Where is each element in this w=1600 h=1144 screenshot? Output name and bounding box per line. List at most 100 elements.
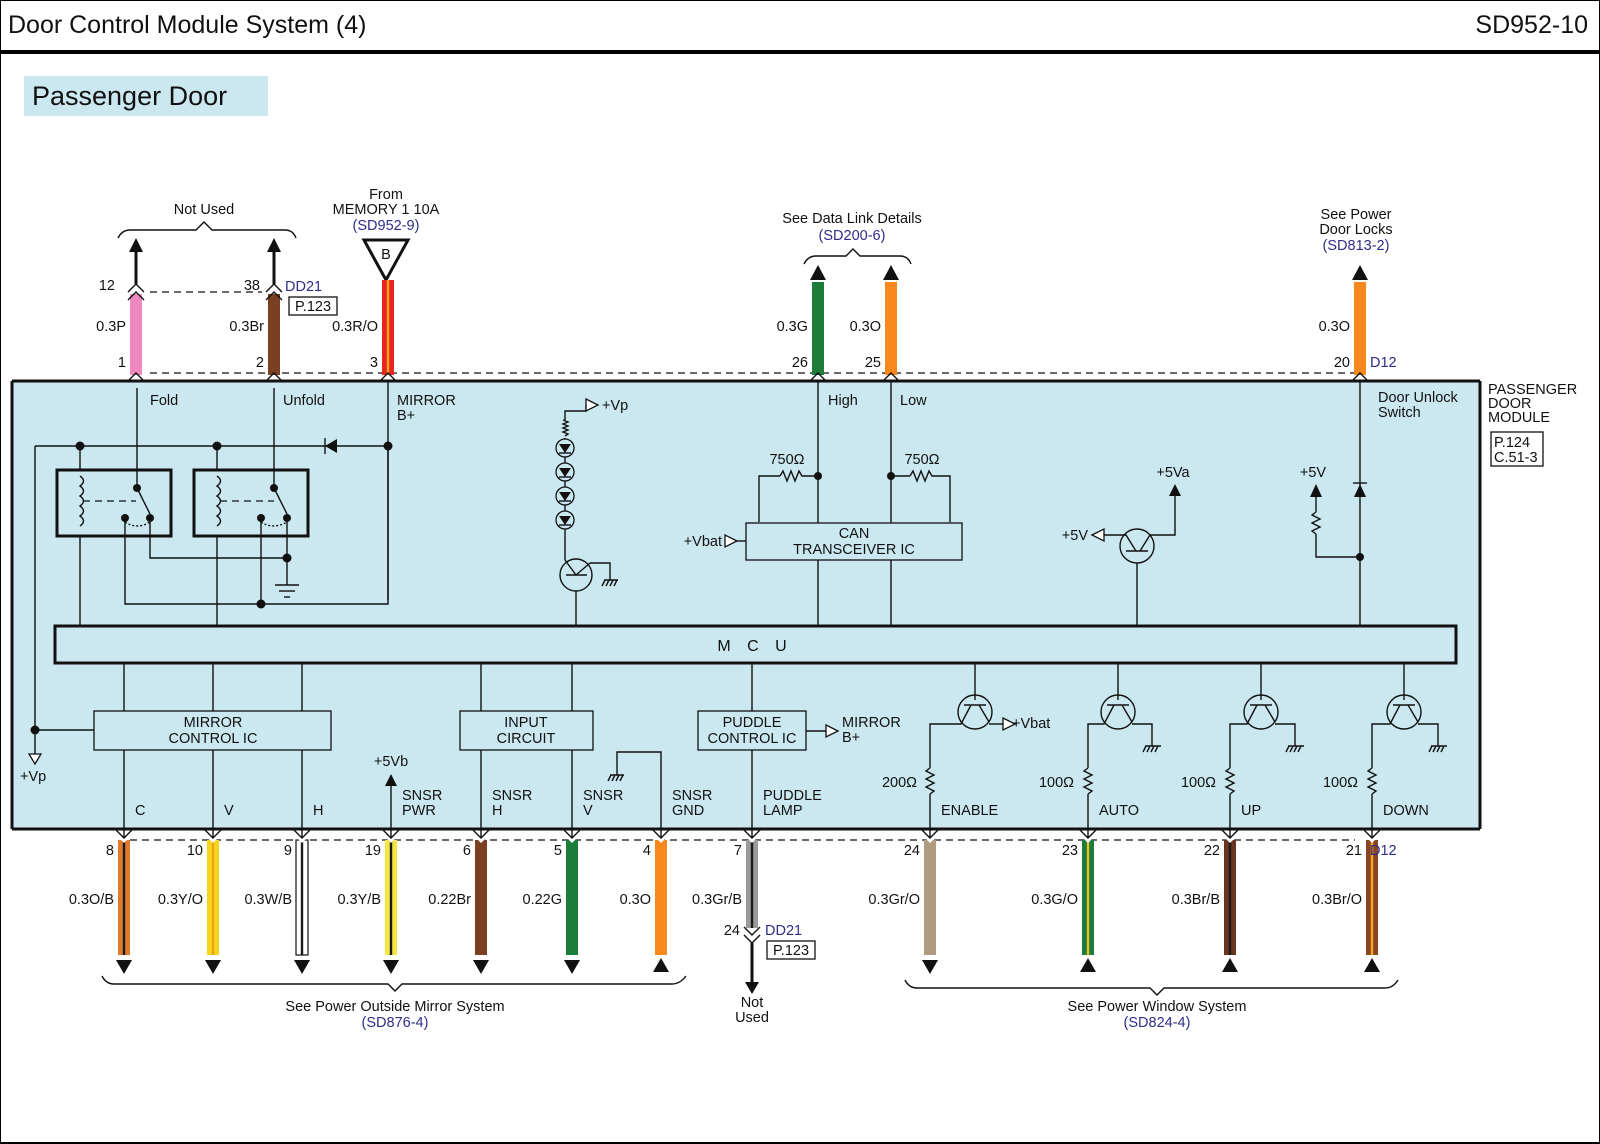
puddle-ic-label-2: CONTROL IC xyxy=(708,731,797,747)
bottom-wire-10: 100.3Y/OV xyxy=(158,803,234,974)
can-circuit xyxy=(724,381,963,626)
led-icon xyxy=(555,438,575,458)
signal-label: SNSR xyxy=(672,788,712,804)
wire-6 xyxy=(475,840,487,955)
bottom-wire-8: 80.3O/BC xyxy=(69,803,145,974)
led-indicator-circuit xyxy=(555,397,618,626)
pin-socket xyxy=(1365,836,1379,843)
pin-number: 9 xyxy=(284,843,292,859)
memory-splice-triangle xyxy=(361,238,411,284)
mirror-system-ref-link[interactable]: (SD876-4) xyxy=(362,1015,429,1031)
wire-gauge-label: 0.3P xyxy=(96,319,126,335)
arrow-up-icon xyxy=(1364,958,1380,972)
pin-number: 7 xyxy=(734,843,742,859)
mcu-label: M C U xyxy=(717,638,792,655)
input-circuit-label-2: CIRCUIT xyxy=(497,731,556,747)
pin-number: 10 xyxy=(187,843,203,859)
pin-number: 22 xyxy=(1204,843,1220,859)
wire-gauge-label: 0.3R/O xyxy=(332,319,378,335)
signal-label: AUTO xyxy=(1099,803,1139,819)
dd21-top-connector-name: DD21 xyxy=(285,279,322,295)
module-body xyxy=(12,381,1480,829)
pin-socket xyxy=(206,836,220,843)
enable-vbat-label: +Vbat xyxy=(1012,716,1050,732)
wire-gauge-label: 0.3W/B xyxy=(244,892,292,908)
chassis-ground-icon xyxy=(607,774,624,782)
ground-line xyxy=(1132,723,1153,746)
driver-2 xyxy=(1224,663,1304,838)
wire-stripe-10 xyxy=(211,840,215,955)
led-icon xyxy=(555,462,575,482)
puddle-mirror-bplus-1: MIRROR xyxy=(842,715,901,731)
wire-gauge-label: 0.3O/B xyxy=(69,892,114,908)
wire-gauge-label: 0.22G xyxy=(523,892,563,908)
pin-socket xyxy=(745,836,759,843)
pin-number: 6 xyxy=(463,843,471,859)
pin-socket xyxy=(923,836,937,843)
door-locks-ref-link[interactable]: (SD813-2) xyxy=(1323,238,1390,254)
can-low-resistor-label: 750Ω xyxy=(904,452,939,468)
resistor-icon xyxy=(924,767,936,795)
vp-label-led: +Vp xyxy=(602,398,628,414)
svg-text:PASSENGER: PASSENGER xyxy=(1488,382,1577,398)
vp-label-left: +Vp xyxy=(20,769,46,785)
module-ref-connector: C.51-3 xyxy=(1494,450,1538,466)
data-link-ref-link[interactable]: (SD200-6) xyxy=(819,228,886,244)
memory-from-label: From xyxy=(369,187,403,203)
svg-text:MODULE: MODULE xyxy=(1488,410,1550,426)
dd21-bottom-ref: P.123 xyxy=(773,943,809,959)
wire-stripe-19 xyxy=(389,840,393,955)
signal-door-unlock-1: Door Unlock xyxy=(1378,390,1459,406)
v5-label-unlock: +5V xyxy=(1300,465,1327,481)
window-system-ref-link[interactable]: (SD824-4) xyxy=(1124,1015,1191,1031)
wire-stripe-21 xyxy=(1370,840,1374,955)
puddle-ic-label-1: PUDDLE xyxy=(723,715,782,731)
signal-can-low: Low xyxy=(900,393,927,409)
emitter-line xyxy=(1121,704,1133,723)
can-high-resistor-label: 750Ω xyxy=(769,452,804,468)
mirror-system-label: See Power Outside Mirror System xyxy=(285,999,504,1015)
vbat-terminal-icon xyxy=(1002,716,1017,732)
section-title: Passenger Door xyxy=(32,81,228,111)
mirror-ic-label-1: MIRROR xyxy=(184,715,243,731)
pin-number: 19 xyxy=(365,843,381,859)
sensor-supply-transistor xyxy=(1090,484,1181,626)
wire-24 xyxy=(924,840,936,955)
module-name: PASSENGER DOOR MODULE xyxy=(1488,382,1577,426)
chassis-ground-icon xyxy=(1142,745,1161,753)
can-transceiver-ic-box xyxy=(745,522,963,561)
wire-stripe-7 xyxy=(750,840,754,928)
resistor-icon xyxy=(1082,767,1094,795)
mcu-box xyxy=(53,624,1458,665)
wire-5 xyxy=(566,840,578,955)
wire-gauge-label: 0.3O xyxy=(620,892,651,908)
mirror-system-brace xyxy=(101,975,687,992)
wire-gauge-label: 0.3Br/B xyxy=(1172,892,1220,908)
pin-number: 3 xyxy=(370,355,378,371)
transistor-icon xyxy=(957,694,993,730)
wire-gauge-label: 0.3Gr/B xyxy=(692,892,742,908)
led-triangle xyxy=(559,444,571,453)
pin-number: 21 xyxy=(1346,843,1362,859)
resistor-icon xyxy=(779,469,816,483)
collector-line xyxy=(929,704,972,768)
wire-stripe-22 xyxy=(1228,840,1232,955)
resistor-icon xyxy=(1366,767,1378,795)
arrow-down-icon xyxy=(922,960,938,974)
door-locks-label-2: Door Locks xyxy=(1319,222,1392,238)
resistor-icon xyxy=(909,469,951,522)
bottom-wires: 80.3O/BC100.3Y/OV90.3W/BH190.3Y/BSNSRPWR… xyxy=(69,788,1429,994)
arrow-up-icon xyxy=(1352,265,1368,280)
signal-door-unlock-2: Switch xyxy=(1378,405,1421,421)
chassis-ground-icon xyxy=(1285,745,1304,753)
signal-label: UP xyxy=(1241,803,1261,819)
sensor-power xyxy=(385,774,397,838)
memory-ref-link[interactable]: (SD952-9) xyxy=(353,218,420,234)
wire-stripe-8 xyxy=(122,840,126,955)
not-used-brace xyxy=(117,221,297,239)
pin-chevron-icon xyxy=(127,372,145,382)
puddle-mirror-bplus-2: B+ xyxy=(842,730,860,746)
dd21-pin-12: 12 xyxy=(99,278,115,294)
